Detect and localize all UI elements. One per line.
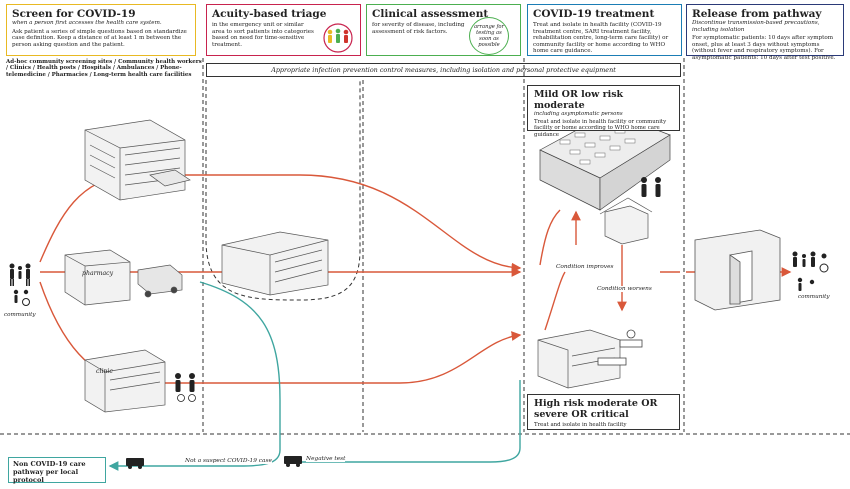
- clinic-label: clinic: [96, 368, 113, 375]
- negative-test-label: Negative test: [306, 456, 346, 462]
- mild-title: Mild OR low risk moderate: [534, 89, 624, 111]
- clinic-staff-icon: [175, 373, 196, 402]
- stage-screen-body: Ask patient a series of simple questions…: [12, 28, 187, 48]
- stage-treatment-body: Treat and isolate in health facility (CO…: [533, 22, 669, 54]
- stage-release-body: For symptomatic patients: 10 days after …: [692, 35, 836, 61]
- stage-treatment-title: COVID-19 treatment: [533, 8, 655, 20]
- negative-paths: [108, 281, 521, 471]
- stage-assessment-body: for severity of disease, including asses…: [372, 22, 465, 35]
- community-left-label: community: [4, 312, 36, 318]
- stage-assessment: Clinical assessment for severity of dise…: [366, 4, 521, 56]
- ipc-bar: Appropriate infection prevention control…: [206, 63, 681, 77]
- release-door-icon: [694, 229, 781, 311]
- stage-triage-title: Acuity-based triage: [212, 8, 327, 20]
- ambulance-icon: [126, 458, 144, 469]
- not-suspect-label: Not a suspect COVID-19 case: [185, 458, 272, 464]
- hospital-bed-icon: [597, 329, 643, 366]
- ambulance-icon-2: [284, 456, 302, 467]
- non-covid-box: Non COVID-19 care pathway per local prot…: [8, 457, 106, 484]
- mild-body: Treat and isolate in health facility or …: [534, 119, 667, 138]
- mild-subtitle: including asymptomatic persons: [534, 111, 623, 117]
- condition-worsens-label: Condition worsens: [597, 286, 652, 292]
- dashed-separators: [0, 58, 850, 435]
- condition-improves-label: Condition improves: [556, 264, 614, 270]
- stage-screen-title: Screen for COVID-19: [12, 8, 136, 20]
- stage-triage-body: in the emergency unit or similar area to…: [212, 22, 314, 48]
- pharmacy-building-icon: [64, 249, 183, 306]
- stage-assessment-title: Clinical assessment: [372, 8, 489, 20]
- sites-label: Ad-hoc community screening sites / Commu…: [6, 59, 202, 78]
- pharmacy-label: pharmacy: [82, 270, 114, 277]
- clinic-building-icon: [84, 349, 166, 413]
- home-icon: [599, 197, 653, 245]
- stage-treatment: COVID-19 treatment Treat and isolate in …: [527, 4, 682, 56]
- stage-release: Release from pathway Discontinue transmi…: [686, 4, 844, 61]
- stage-screen-subtitle: when a person first accesses the health …: [12, 20, 162, 26]
- triage-zone-outline: [205, 80, 361, 301]
- triage-people-icon: [323, 23, 353, 53]
- stage-release-title: Release from pathway: [692, 8, 822, 20]
- mild-people-icon: [641, 177, 661, 197]
- stage-triage: Acuity-based triage in the emergency uni…: [206, 4, 361, 56]
- non-covid-label: Non COVID-19 care pathway per local prot…: [13, 460, 86, 484]
- severe-title: High risk moderate OR severe OR critical: [534, 398, 658, 420]
- testing-note: arrange for testing as soon as possible: [469, 17, 509, 55]
- stage-release-subtitle: Discontinue transmission-based precautio…: [692, 20, 820, 33]
- stage-screen: Screen for COVID-19 when a person first …: [6, 4, 196, 56]
- community-right-icon: [792, 251, 829, 291]
- severe-body: Treat and isolate in health facility: [534, 422, 627, 428]
- mild-care-box: Mild OR low risk moderate including asym…: [527, 85, 680, 138]
- triage-hospital-icon: [221, 231, 329, 296]
- severe-care-box: High risk moderate OR severe OR critical…: [527, 394, 680, 430]
- treatment-facility-icon: [539, 111, 671, 211]
- severe-hospital-icon: [537, 329, 621, 389]
- hospital-building-icon: [84, 119, 191, 201]
- community-right-label: community: [798, 294, 830, 300]
- community-left-icon: [9, 263, 31, 306]
